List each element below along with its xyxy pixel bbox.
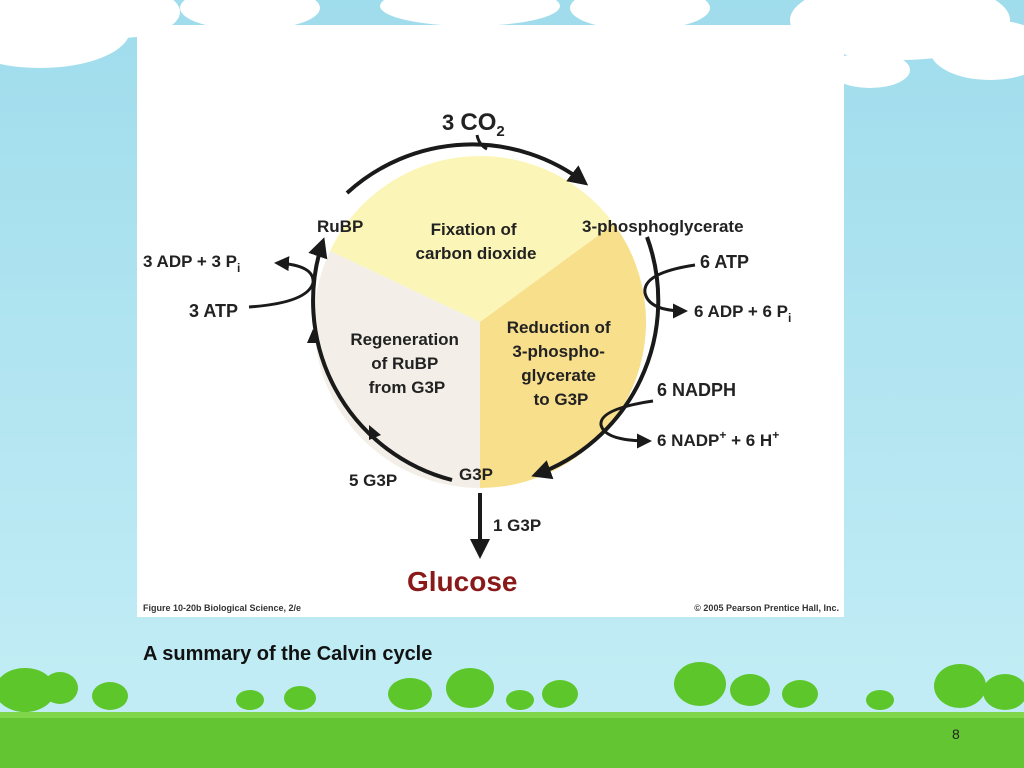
nadp-out-label: 6 NADP+ + 6 H+: [657, 428, 779, 450]
trees-decoration: [0, 662, 1024, 712]
clouds-decoration: [0, 0, 1024, 88]
co2-input-arrow: [475, 134, 488, 151]
atp-in-right-label: 6 ATP: [700, 252, 749, 272]
fixation-sector: [330, 156, 614, 322]
rubp-label: RuBP: [317, 217, 363, 236]
figure-panel: 3 CO2 Fixation of carbon dioxide Reducti…: [137, 25, 844, 617]
figure-reference: Figure 10-20b Biological Science, 2/e: [143, 603, 301, 613]
calvin-cycle-diagram: 3 CO2 Fixation of carbon dioxide Reducti…: [143, 109, 839, 613]
atp-left-arrow: [248, 256, 315, 309]
copyright-notice: © 2005 Pearson Prentice Hall, Inc.: [694, 603, 839, 613]
reduction-label: Reduction of 3-phospho- glycerate to G3P: [507, 318, 616, 409]
co2-label: 3 CO2: [442, 109, 505, 140]
nadph-label: 6 NADPH: [657, 380, 736, 400]
atp-right-arrow: [643, 263, 696, 319]
arc-arrowhead: [369, 425, 381, 440]
cycle-arc-top: [345, 142, 589, 195]
g3p-label: G3P: [459, 465, 493, 484]
grass-ground: [0, 712, 1024, 768]
fixation-label: Fixation of carbon dioxide: [416, 220, 537, 263]
arc-arrowhead: [307, 329, 319, 343]
page-number: 8: [952, 726, 960, 742]
regeneration-label: Regeneration of RuBP from G3P: [350, 330, 463, 397]
adp-out-right-label: 6 ADP + 6 Pi: [694, 302, 791, 325]
nadph-arrow: [599, 399, 654, 449]
one-g3p-label: 1 G3P: [493, 516, 541, 535]
phosphoglycerate-label: 3-phosphoglycerate: [582, 217, 744, 236]
adp-out-left-label: 3 ADP + 3 Pi: [143, 252, 240, 275]
reduction-sector: [480, 224, 647, 488]
atp-in-left-label: 3 ATP: [189, 301, 238, 321]
glucose-label: Glucose: [407, 566, 517, 597]
regeneration-sector: [314, 251, 480, 488]
five-g3p-label: 5 G3P: [349, 471, 397, 490]
slide-caption: A summary of the Calvin cycle: [143, 643, 433, 665]
